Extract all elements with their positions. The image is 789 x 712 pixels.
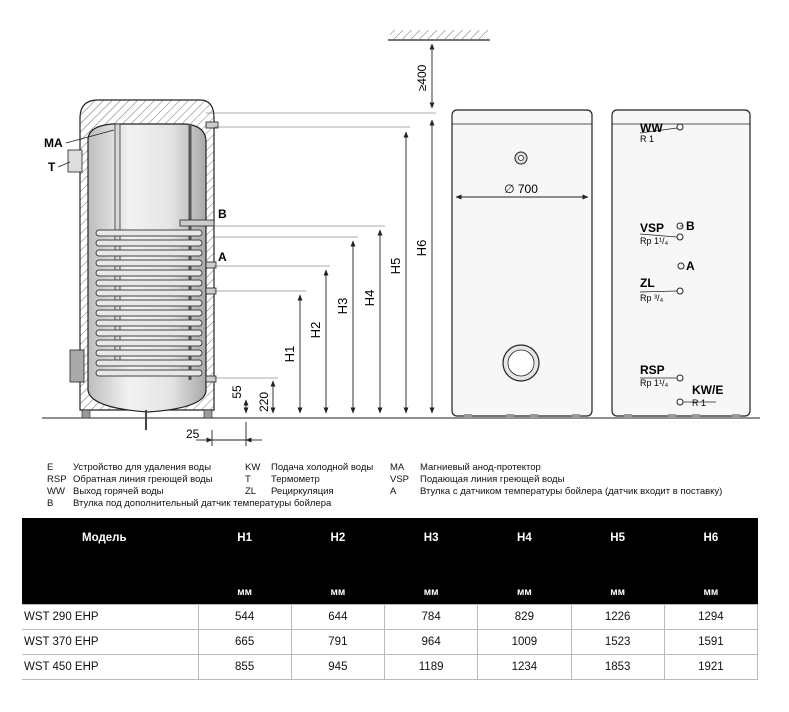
label-vsp-thread: Rp 1¹/₄ [640,236,669,246]
dim-h3: H3 [335,298,350,315]
dim-h4: H4 [362,290,377,307]
label-rear-b: B [686,219,695,233]
tank-rear-view [611,109,751,418]
label-ww: WW [640,121,663,135]
technical-drawing: MA T B A H6 H5 H4 H3 H2 H1 220 55 ≥400 [42,30,760,446]
label-t: T [48,160,56,174]
label-rsp: RSP [640,363,665,377]
table-row: WST 290 EHP 544 644 784 829 1226 1294 [22,604,759,630]
dim-h6: H6 [414,240,429,257]
unit-label: мм [291,558,385,605]
unit-label: мм [198,558,292,605]
label-vsp: VSP [640,221,664,235]
dim-h2: H2 [308,322,323,339]
column-header-h3: H3 [384,518,478,558]
dim-220: 220 [257,392,271,412]
column-header-model: Модель [22,518,198,558]
label-kwe: KW/E [692,383,723,397]
dim-h1: H1 [282,346,297,363]
table-row: WST 450 EHP 855 945 1189 1234 1853 1921 [22,654,759,680]
unit-label: мм [477,558,571,605]
ceiling-hatch [388,30,490,41]
unit-label: мм [571,558,665,605]
label-ww-thread: R 1 [640,134,654,144]
table-units-row: мм мм мм мм мм мм [22,558,758,605]
column-header-h5: H5 [571,518,665,558]
unit-label: мм [384,558,478,605]
table-row: WST 370 EHP 665 791 964 1009 1523 1591 [22,629,759,655]
dim-diameter: ∅ 700 [504,182,538,196]
label-zl-thread: Rp ³/₄ [640,293,664,303]
label-ma: MA [44,136,63,150]
label-zl: ZL [640,276,655,290]
tank-front-view [451,109,593,418]
column-header-h1: H1 [198,518,292,558]
dim-25: 25 [186,427,200,441]
dim-ceiling-gap: ≥400 [415,64,429,91]
unit-label: мм [664,558,758,605]
label-rear-a: A [686,259,695,273]
column-header-h2: H2 [291,518,385,558]
tank-section [67,99,219,430]
label-b: B [218,207,227,221]
dim-55: 55 [230,385,244,399]
label-a: A [218,250,227,264]
dimensions-table: Модель H1 H2 H3 H4 H5 H6 мм мм мм мм мм … [22,518,759,680]
table-header-row: Модель H1 H2 H3 H4 H5 H6 [22,518,758,558]
column-header-h4: H4 [477,518,571,558]
dim-h5: H5 [388,258,403,275]
label-rsp-thread: Rp 1¹/₄ [640,378,669,388]
heating-coil [95,229,203,377]
label-kwe-thread: R 1 [692,398,706,408]
column-header-h6: H6 [664,518,758,558]
